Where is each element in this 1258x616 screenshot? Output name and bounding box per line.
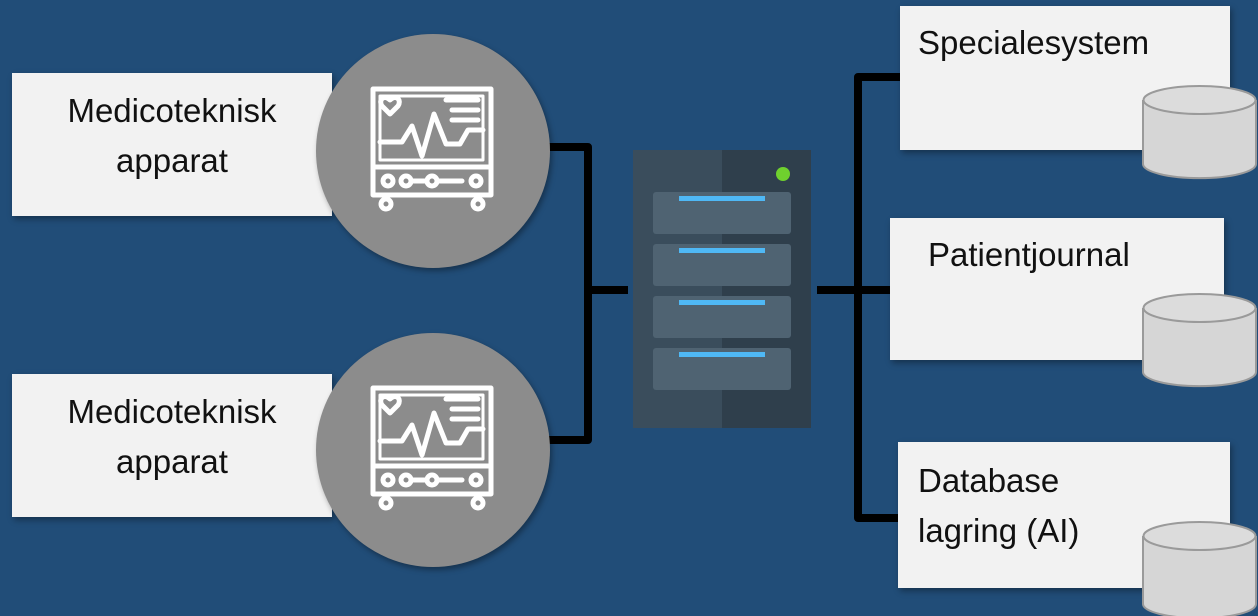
device-icon-circle-1 — [316, 34, 550, 268]
connector-targets-bus — [854, 73, 900, 522]
server-status-light — [776, 167, 790, 181]
device-label-2: Medicoteknisk apparat — [12, 387, 332, 486]
device-label-2-line2: apparat — [116, 442, 228, 480]
target-label-specialesystem-line1: Specialesystem — [918, 24, 1150, 61]
device-label-1-line2: apparat — [116, 141, 228, 179]
device-icon-circle-2 — [316, 333, 550, 567]
medical-monitor-icon — [370, 385, 494, 511]
database-icon — [1142, 293, 1257, 388]
target-label-database-line1: Database — [918, 462, 1060, 499]
medical-monitor-icon — [370, 86, 494, 212]
target-label-database: Database lagring (AI) — [918, 456, 1079, 555]
server-icon — [633, 150, 811, 428]
device-label-1: Medicoteknisk apparat — [12, 86, 332, 185]
target-label-database-line2: lagring (AI) — [918, 511, 1080, 549]
device-label-2-line1: Medicoteknisk — [67, 393, 277, 430]
target-label-patientjournal-line1: Patientjournal — [928, 236, 1130, 273]
target-label-specialesystem: Specialesystem — [918, 18, 1149, 68]
connector-device-1 — [540, 143, 592, 444]
device-label-1-line1: Medicoteknisk — [67, 92, 277, 129]
database-icon — [1142, 85, 1257, 180]
target-label-patientjournal: Patientjournal — [928, 230, 1130, 280]
database-icon — [1142, 521, 1257, 616]
device-box-2 — [12, 374, 332, 517]
device-box-1 — [12, 73, 332, 216]
